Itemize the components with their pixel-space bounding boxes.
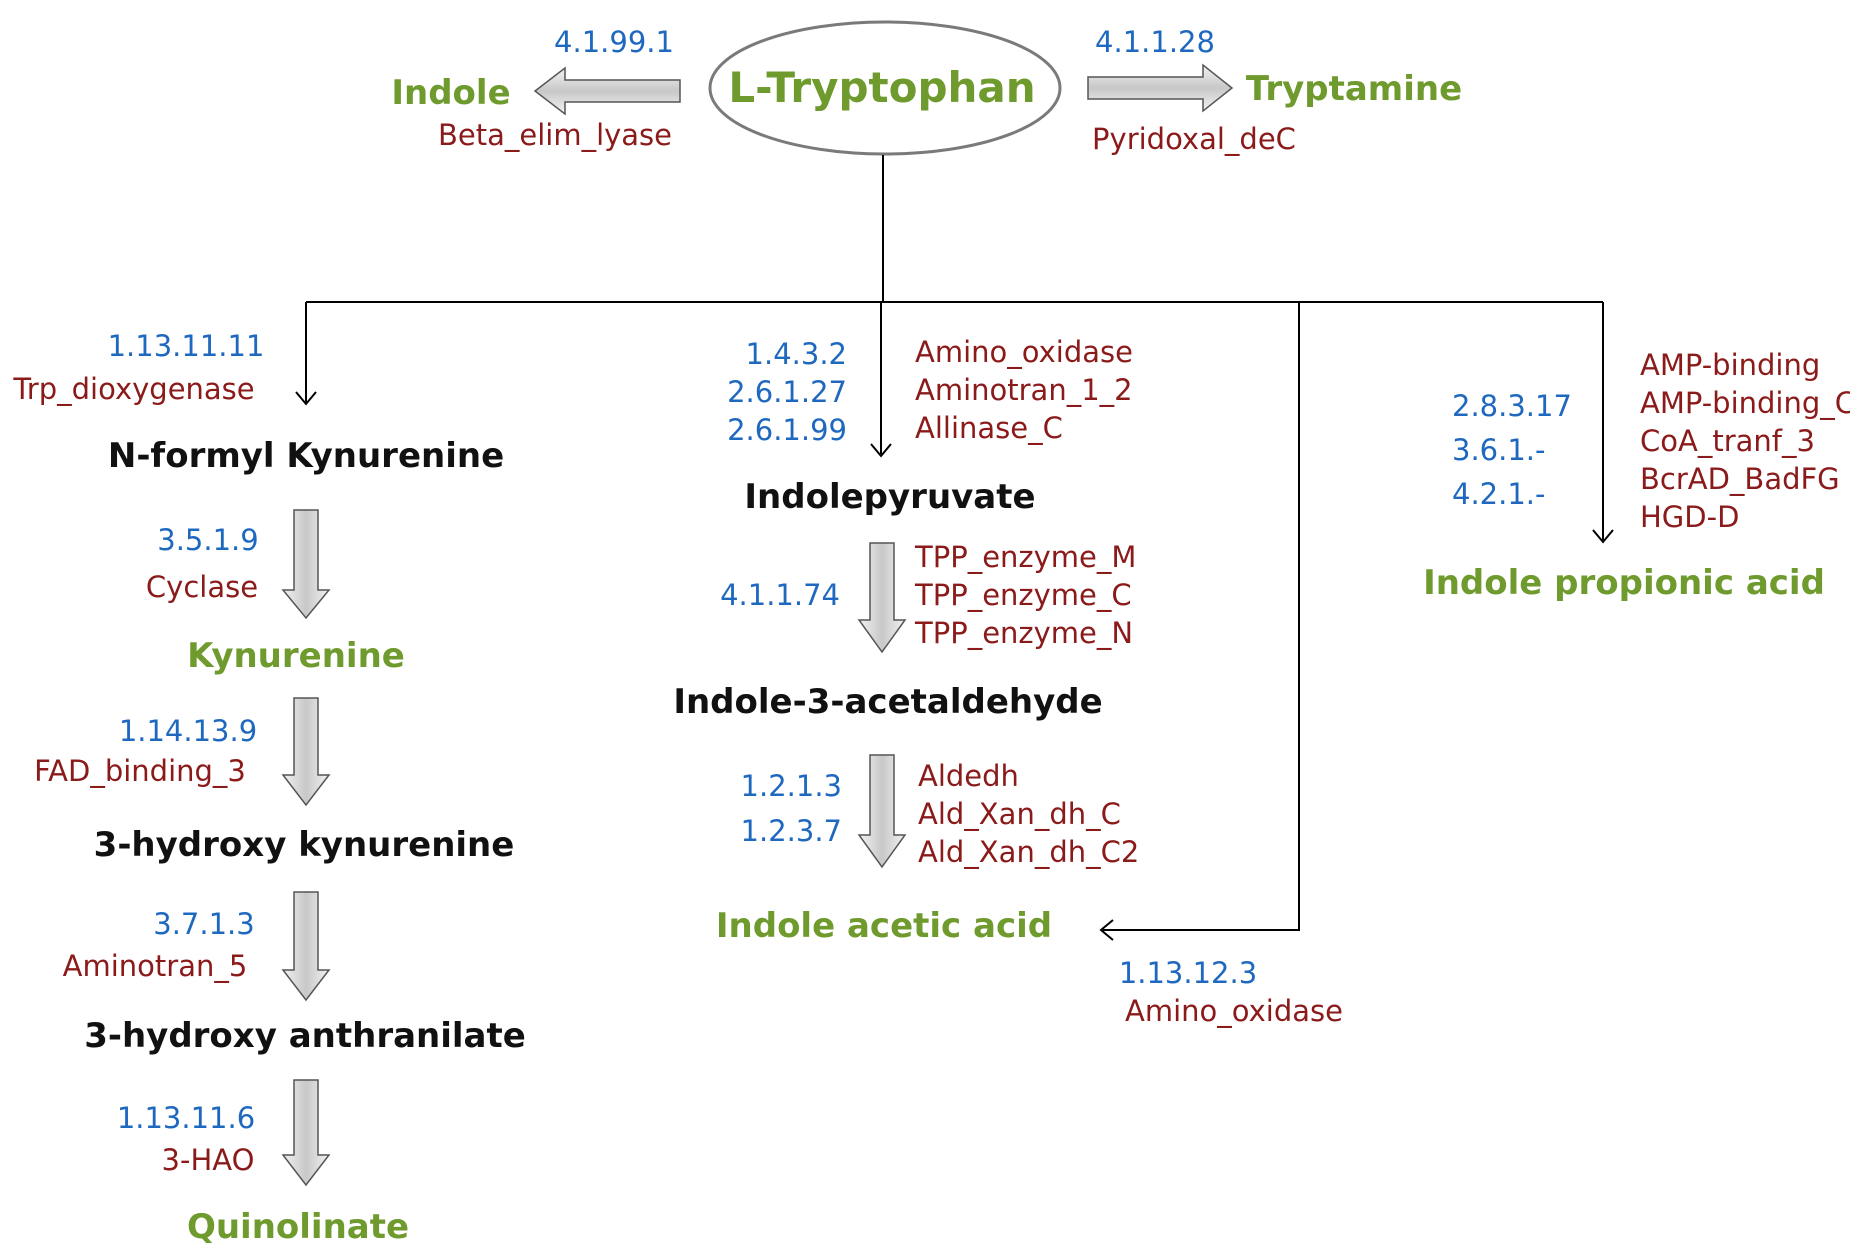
ec-ipa-3-group: 1.2.1.3 1.2.3.7 [741, 769, 842, 848]
arrow-to-indole [533, 66, 681, 116]
pfam-ipa-1-c: Allinase_C [915, 411, 1063, 445]
pfam-kyn-1: Trp_dioxygenase [12, 372, 254, 406]
pfam-propionic-group: AMP-binding AMP-binding_C CoA_tranf_3 Bc… [1640, 348, 1850, 534]
product-indole: Indole [391, 73, 510, 113]
ec-ipa-3-a: 1.2.1.3 [741, 769, 842, 803]
ec-ipa-2: 4.1.1.74 [720, 578, 840, 612]
compound-kynurenine: Kynurenine [187, 636, 405, 676]
pfam-ipa-3-group: Aldedh Ald_Xan_dh_C Ald_Xan_dh_C2 [918, 759, 1139, 869]
compound-quinolinate: Quinolinate [187, 1207, 409, 1247]
ec-iam-branch: 1.13.12.3 [1119, 956, 1257, 990]
compound-indole-acetic-acid: Indole acetic acid [716, 906, 1052, 946]
pfam-ipa-3-c: Ald_Xan_dh_C2 [918, 835, 1139, 869]
ec-kyn-3: 1.14.13.9 [119, 714, 257, 748]
pfam-propionic-b: AMP-binding_C [1640, 386, 1850, 420]
pfam-ipa-1-b: Aminotran_1_2 [915, 373, 1133, 407]
pfam-kyn-3: FAD_binding_3 [34, 754, 246, 788]
arrow-kyn-3 [281, 697, 331, 807]
ec-tryptamine: 4.1.1.28 [1095, 25, 1215, 59]
branch-propionic-head [1592, 529, 1614, 544]
pfam-kyn-5: 3-HAO [162, 1143, 255, 1177]
ec-propionic-c: 4.2.1.- [1452, 477, 1545, 511]
ec-kyn-2: 3.5.1.9 [157, 523, 258, 557]
pfam-ipa-3-b: Ald_Xan_dh_C [918, 797, 1121, 831]
arrow-ipa-3 [857, 754, 907, 869]
ec-kyn-4: 3.7.1.3 [153, 907, 254, 941]
compound-indole-3-acetaldehyde: Indole-3-acetaldehyde [673, 682, 1102, 722]
ec-kyn-1: 1.13.11.11 [108, 329, 265, 363]
ec-ipa-1-b: 2.6.1.27 [727, 375, 847, 409]
branch-iam-head [1099, 919, 1114, 941]
arrow-kyn-2 [281, 509, 331, 620]
arrow-kyn-5 [281, 1079, 331, 1187]
compound-3-hydroxy-anthranilate: 3-hydroxy anthranilate [84, 1016, 526, 1056]
branch-iam-line [1103, 302, 1300, 931]
arrow-ipa-2 [857, 542, 907, 654]
pfam-propionic-c: CoA_tranf_3 [1640, 424, 1815, 458]
pfam-kyn-2: Cyclase [146, 570, 258, 604]
ec-ipa-1-group: 1.4.3.2 2.6.1.27 2.6.1.99 [727, 337, 847, 447]
pfam-iam-branch: Amino_oxidase [1125, 994, 1343, 1028]
ec-ipa-1-c: 2.6.1.99 [727, 413, 847, 447]
ec-propionic-b: 3.6.1.- [1452, 433, 1545, 467]
ec-propionic-group: 2.8.3.17 3.6.1.- 4.2.1.- [1452, 389, 1572, 511]
pfam-kyn-4: Aminotran_5 [63, 949, 248, 983]
pfam-ipa-2-group: TPP_enzyme_M TPP_enzyme_C TPP_enzyme_N [914, 540, 1136, 650]
pfam-indole: Beta_elim_lyase [438, 118, 672, 152]
pfam-ipa-3-a: Aldedh [918, 759, 1019, 793]
compound-3-hydroxy-kynurenine: 3-hydroxy kynurenine [94, 825, 515, 865]
pfam-ipa-1-group: Amino_oxidase Aminotran_1_2 Allinase_C [915, 335, 1133, 445]
branch-kynurenine-head [295, 391, 317, 406]
root-label: L-Tryptophan [728, 63, 1035, 112]
compound-indole-propionic-acid: Indole propionic acid [1423, 563, 1825, 603]
compound-indolepyruvate: Indolepyruvate [744, 477, 1035, 517]
pfam-propionic-a: AMP-binding [1640, 348, 1820, 382]
ec-kyn-5: 1.13.11.6 [117, 1101, 255, 1135]
pfam-ipa-2-a: TPP_enzyme_M [914, 540, 1136, 574]
arrow-kyn-4 [281, 891, 331, 1002]
pfam-propionic-d: BcrAD_BadFG [1640, 462, 1840, 496]
ec-ipa-1-a: 1.4.3.2 [746, 337, 847, 371]
ec-ipa-3-b: 1.2.3.7 [741, 814, 842, 848]
pfam-ipa-1-a: Amino_oxidase [915, 335, 1133, 369]
ec-indole: 4.1.99.1 [554, 25, 674, 59]
ec-propionic-a: 2.8.3.17 [1452, 389, 1572, 423]
branch-ipa-head [870, 443, 892, 458]
compound-n-formyl-kynurenine: N-formyl Kynurenine [108, 436, 504, 476]
pfam-propionic-e: HGD-D [1640, 500, 1739, 534]
pfam-tryptamine: Pyridoxal_deC [1092, 122, 1296, 156]
pfam-ipa-2-b: TPP_enzyme_C [914, 578, 1132, 612]
pfam-ipa-2-c: TPP_enzyme_N [914, 616, 1133, 650]
root-node [708, 20, 1062, 156]
product-tryptamine: Tryptamine [1246, 69, 1462, 109]
arrow-to-tryptamine [1087, 63, 1234, 113]
